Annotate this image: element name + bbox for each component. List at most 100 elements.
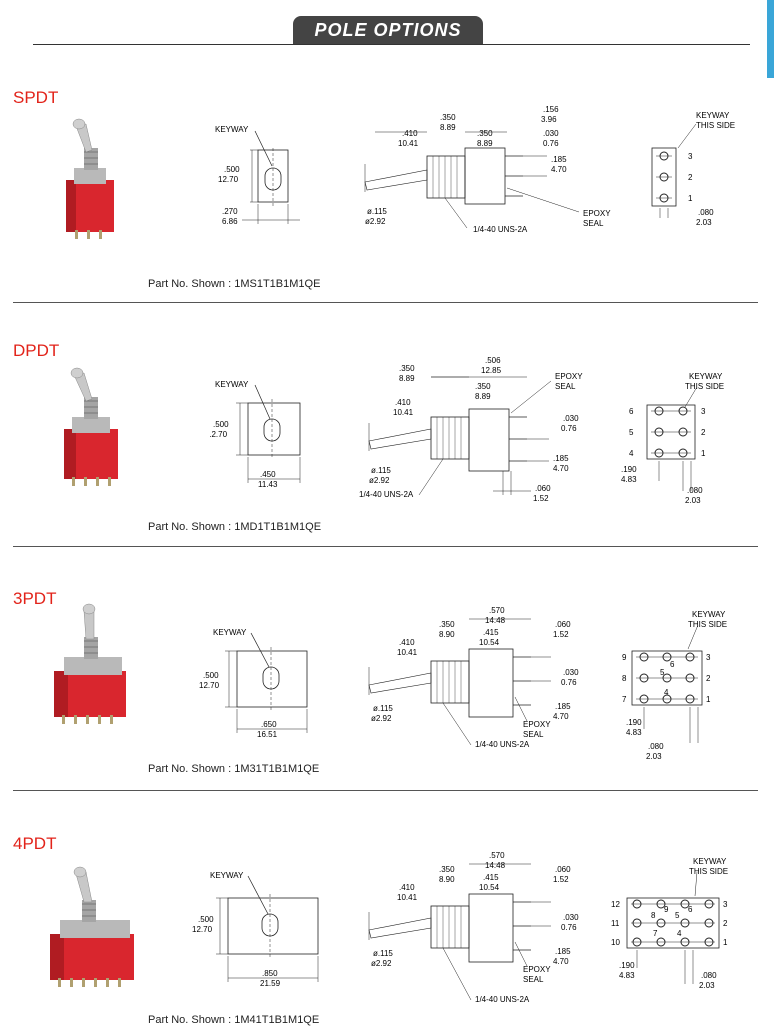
dim-f-in: .185 [551,155,567,164]
seal-label: SEAL [555,382,576,391]
toggle-switch-photo [64,367,118,486]
toggle-switch-photo [54,603,126,724]
pin-label: 3 [706,653,711,662]
dim-p-in: .080 [698,208,714,217]
dim-e-in: .030 [563,414,579,423]
part-number: Part No. Shown : 1MS1T1B1M1QE [148,278,321,290]
dim-height-in: .500 [203,671,219,680]
dim-e-in: .060 [555,620,571,629]
thread-label: 1/4-40 UNS-2A [475,995,530,1004]
section-divider [13,302,758,303]
svg-text:THIS SIDE: THIS SIDE [688,620,727,629]
dim-c-mm: 8.89 [477,139,493,148]
dim-i-mm: 4.70 [553,712,569,721]
dim-b-in: .350 [439,620,455,629]
dim-b-in: .350 [440,113,456,122]
dim-b-in: .350 [399,364,415,373]
dim-a-in: .410 [399,638,415,647]
epoxy-label: EPOXY [523,965,551,974]
section-divider [13,790,758,791]
keyway-label: KEYWAY [215,126,249,134]
pin-label: 2 [706,674,711,683]
dim-width-mm: 11.43 [258,480,278,489]
dim-c-mm: 10.54 [479,638,500,647]
header-rule [33,44,750,45]
pin-label: 5 [675,911,680,920]
keyway-this-side-label: KEYWAY [689,372,723,381]
dim-height-mm: 12.70 [199,681,220,690]
toggle-switch-photo [50,866,134,987]
dim-width-mm: 21.59 [260,979,281,988]
front-view-drawing: KEYWAY .500 12.70 .450 11.43 [210,380,301,489]
dim-a-in: .410 [399,883,415,892]
front-view-drawing: KEYWAY .500 12.70 .650 16.51 [199,628,308,739]
dim-p-in: .080 [648,742,664,751]
dim-a-mm: 10.41 [398,139,419,148]
dim-a-mm: 10.41 [393,408,414,417]
seal-label: SEAL [583,219,604,228]
front-view-drawing: KEYWAY .500 12.70 .270 6.86 [215,126,300,226]
dim-width-in: .650 [261,720,277,729]
keyway-label: KEYWAY [210,871,244,880]
side-view-drawing: .410 10.41 .350 8.90 .570 14.48 .415 10.… [368,851,579,1004]
dim-c-in: .415 [483,628,499,637]
pin-label: 5 [660,668,665,677]
svg-text:THIS SIDE: THIS SIDE [689,867,728,876]
thread-label: 1/4-40 UNS-2A [473,225,528,234]
dim-g-mm: ø2.92 [365,217,386,226]
thread-label: 1/4-40 UNS-2A [359,490,414,499]
dim-c-in: .350 [477,129,493,138]
pin-label: 4 [677,929,682,938]
dim-a-in: .410 [395,398,411,407]
section-dpdt: DPDT KEYWAY .500 12.70 .450 11.43 .350 8… [0,341,774,546]
dim-g-in: ø.115 [373,704,393,713]
epoxy-label: EPOXY [523,720,551,729]
dim-d-mm: 3.96 [541,115,557,124]
dim-width-in: .450 [260,470,276,479]
dim-width-mm: 16.51 [257,730,278,739]
pin-label: 12 [611,900,620,909]
dim-g-mm: ø2.92 [371,714,392,723]
dim-i-in: .185 [555,702,571,711]
section-spdt: SPDT KEYWAY .500 12.70 .270 6.86 .410 10… [0,88,774,303]
side-view-drawing: .410 10.41 .350 8.90 .570 14.48 .415 10.… [368,606,579,749]
dim-e-in: .030 [543,129,559,138]
keyway-label: KEYWAY [213,628,247,637]
dim-width-in: .270 [222,207,238,216]
dim-b-mm: 8.90 [439,875,455,884]
section-title: 4PDT [13,834,57,853]
dim-height-mm: 12.70 [210,430,228,439]
dim-r-in: .190 [619,961,635,970]
page-title: POLE OPTIONS [293,16,483,44]
toggle-switch-photo [66,118,114,239]
pin-label: 1 [688,194,693,203]
dim-r-mm: 4.83 [621,475,637,484]
bottom-view-drawing: KEYWAY THIS SIDE 9 8 7 6 5 4 3 2 1 .190 … [622,610,727,761]
dim-e-mm: 1.52 [553,875,569,884]
dim-a-mm: 10.41 [397,893,418,902]
pin-label: 6 [629,407,634,416]
pin-label: 6 [670,660,675,669]
dim-f-mm: 4.70 [551,165,567,174]
bottom-view-drawing: KEYWAY THIS SIDE 3 2 1 .080 2.03 [651,111,735,227]
dim-i-in: .185 [555,947,571,956]
pin-label: 2 [688,173,693,182]
dim-p-mm: 2.03 [696,218,712,227]
dim-a-in: .410 [402,129,418,138]
pin-label: 4 [629,449,634,458]
pin-label: 10 [611,938,620,947]
dim-f-in: .030 [563,668,579,677]
part-number: Part No. Shown : 1M31T1B1M1QE [148,763,320,775]
dim-a-mm: 10.41 [397,648,418,657]
seal-label: SEAL [523,975,544,984]
dim-g-in: ø.115 [373,949,393,958]
dim-r-mm: 4.83 [626,728,642,737]
dim-f-mm: 0.76 [561,678,577,687]
front-view-drawing: KEYWAY .500 12.70 .850 21.59 [192,871,319,988]
dim-p-mm: 2.03 [699,981,715,990]
dim-r-mm: 4.83 [619,971,635,980]
dim-g-mm: ø2.92 [371,959,392,968]
epoxy-label: EPOXY [555,372,583,381]
dim-p-mm: 2.03 [685,496,701,505]
pin-label: 1 [723,938,728,947]
